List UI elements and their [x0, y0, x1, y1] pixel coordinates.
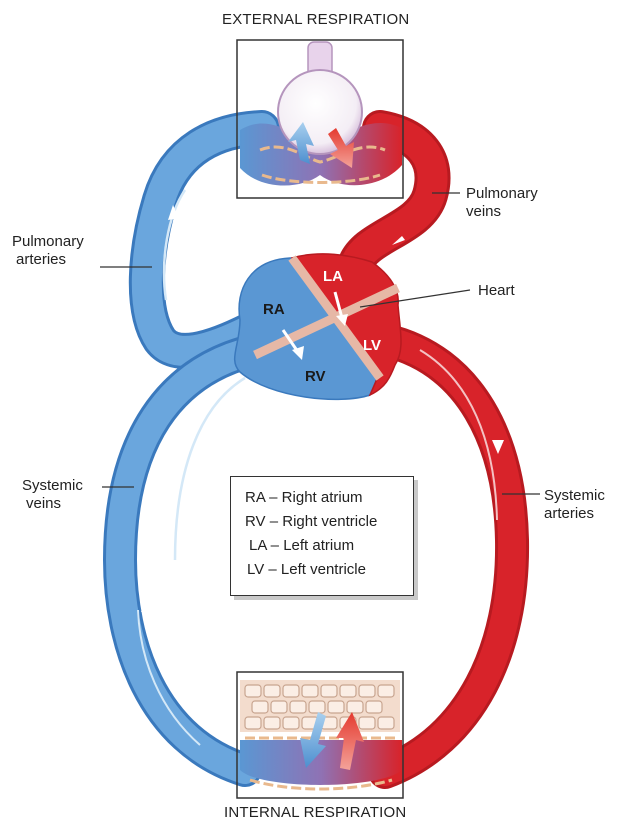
external-respiration-title: EXTERNAL RESPIRATION	[222, 11, 409, 29]
internal-respiration-box	[237, 672, 403, 798]
chamber-label-rv: RV	[305, 368, 326, 385]
systemic-veins-label: Systemic veins	[22, 477, 83, 513]
chamber-label-ra: RA	[263, 301, 285, 318]
legend-item-ra: RA – Right atrium	[245, 489, 427, 506]
pulmonary-veins-label: Pulmonary veins	[466, 185, 538, 221]
legend-item-lv: LV – Left ventricle	[247, 561, 429, 578]
legend-item-la: LA – Left atrium	[249, 537, 431, 554]
legend-box: RA – Right atrium RV – Right ventricle L…	[230, 476, 414, 596]
systemic-arteries-label: Systemic arteries	[544, 487, 605, 523]
internal-respiration-title: INTERNAL RESPIRATION	[224, 804, 406, 822]
chamber-label-la: LA	[323, 268, 343, 285]
legend-item-rv: RV – Right ventricle	[245, 513, 427, 530]
heart-label: Heart	[478, 282, 515, 300]
pulmonary-arteries-label: Pulmonary arteries	[12, 233, 84, 269]
chamber-label-lv: LV	[363, 337, 381, 354]
